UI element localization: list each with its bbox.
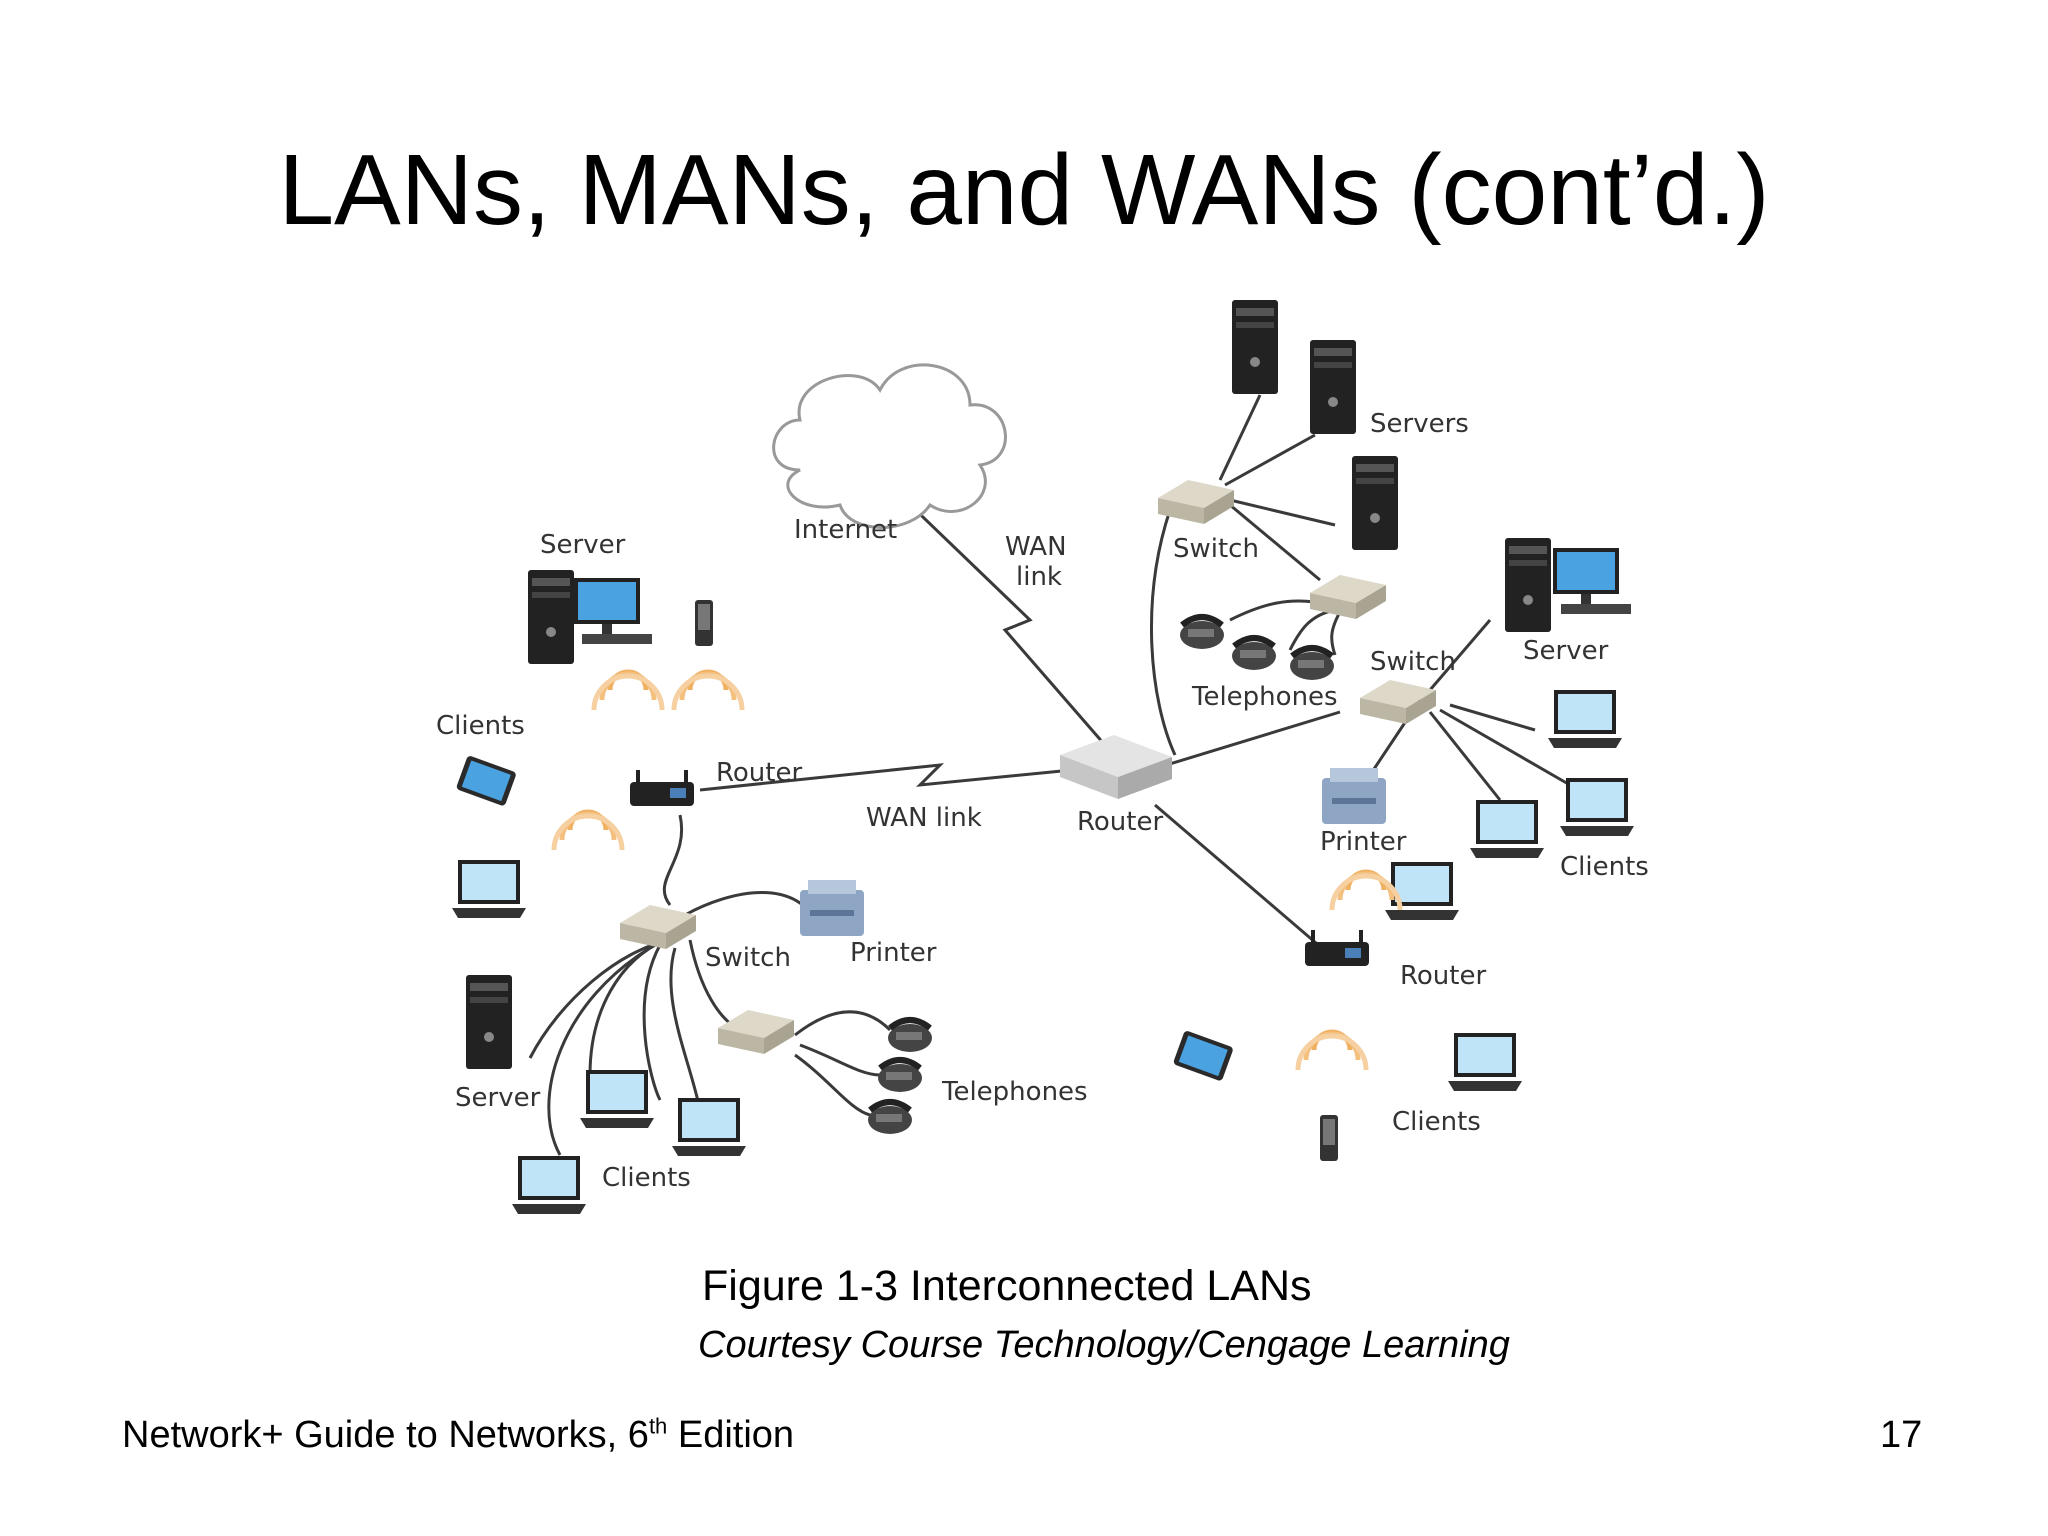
laptop-icon — [672, 1098, 746, 1156]
label-switch: Switch — [1370, 647, 1456, 677]
footer-book: Network+ Guide to Networks, 6 — [122, 1414, 649, 1456]
label-server: Server — [455, 1083, 541, 1113]
label-router: Router — [1077, 807, 1163, 837]
server-tower-icon — [466, 975, 512, 1069]
telephone-icon — [878, 1060, 922, 1092]
label-telephones: Telephones — [1191, 682, 1338, 712]
tablet-icon — [455, 755, 517, 807]
label-clients: Clients — [1560, 852, 1649, 882]
laptop-icon — [1560, 778, 1634, 836]
label-wan-link: WAN link — [866, 803, 982, 833]
label-switch: Switch — [1173, 534, 1259, 564]
label-server: Server — [1523, 636, 1609, 666]
label-internet: Internet — [794, 515, 897, 545]
mobile-phone-icon — [695, 600, 713, 646]
footer-book-title: Network+ Guide to Networks, 6th Edition — [122, 1410, 794, 1460]
telephone-icon — [1290, 648, 1334, 680]
printer-icon — [1322, 768, 1386, 824]
page-number: 17 — [1880, 1414, 1923, 1456]
server-tower-icon — [1310, 340, 1356, 434]
label-printer: Printer — [1320, 827, 1407, 857]
telephone-icon — [888, 1020, 932, 1052]
wireless-router-icon — [630, 770, 694, 806]
mobile-phone-icon — [1320, 1115, 1338, 1161]
label-switch: Switch — [705, 943, 791, 973]
server-tower-icon — [528, 570, 574, 664]
switch-icon — [718, 1010, 794, 1054]
figure-credit: Courtesy Course Technology/Cengage Learn… — [698, 1324, 1510, 1366]
laptop-icon — [580, 1070, 654, 1128]
telephone-icon — [1232, 638, 1276, 670]
label-servers: Servers — [1370, 409, 1469, 439]
label-wan-link: WAN — [1005, 532, 1067, 562]
switch-icon — [1158, 480, 1234, 524]
label-clients: Clients — [602, 1163, 691, 1193]
label-router: Router — [1400, 961, 1486, 991]
printer-icon — [800, 880, 864, 936]
laptop-icon — [1470, 800, 1544, 858]
label-clients: Clients — [436, 711, 525, 741]
monitor-icon — [1553, 548, 1631, 614]
laptop-icon — [512, 1156, 586, 1214]
label-wan-link: link — [1016, 562, 1062, 592]
tablet-icon — [1172, 1030, 1234, 1082]
figure-caption: Figure 1-3 Interconnected LANs — [702, 1262, 1312, 1310]
wireless-signal-icon — [674, 672, 742, 710]
footer-edition: Edition — [667, 1414, 795, 1456]
router-icon — [1060, 735, 1172, 799]
label-server: Server — [540, 530, 626, 560]
internet-cloud-icon — [772, 363, 1007, 529]
wireless-signal-icon — [1332, 872, 1400, 910]
monitor-icon — [574, 578, 652, 644]
wireless-router-icon — [1305, 930, 1369, 966]
server-tower-icon — [1505, 538, 1551, 632]
footer-sup: th — [648, 1413, 668, 1439]
wireless-signal-icon — [554, 812, 622, 850]
laptop-icon — [1448, 1033, 1522, 1091]
laptop-icon — [452, 860, 526, 918]
label-clients: Clients — [1392, 1107, 1481, 1137]
label-printer: Printer — [850, 938, 937, 968]
label-router: Router — [716, 758, 802, 788]
label-telephones: Telephones — [941, 1077, 1088, 1107]
slide-title: LANs, MANs, and WANs (cont’d.) — [278, 134, 1770, 246]
telephone-icon — [868, 1102, 912, 1134]
wireless-signal-icon — [1298, 1032, 1366, 1070]
telephone-icon — [1180, 617, 1224, 649]
wireless-signal-icon — [594, 672, 662, 710]
server-tower-icon — [1232, 300, 1278, 394]
switch-icon — [1310, 575, 1386, 619]
switch-icon — [620, 905, 696, 949]
switch-icon — [1360, 680, 1436, 724]
laptop-icon — [1548, 690, 1622, 748]
server-tower-icon — [1352, 456, 1398, 550]
